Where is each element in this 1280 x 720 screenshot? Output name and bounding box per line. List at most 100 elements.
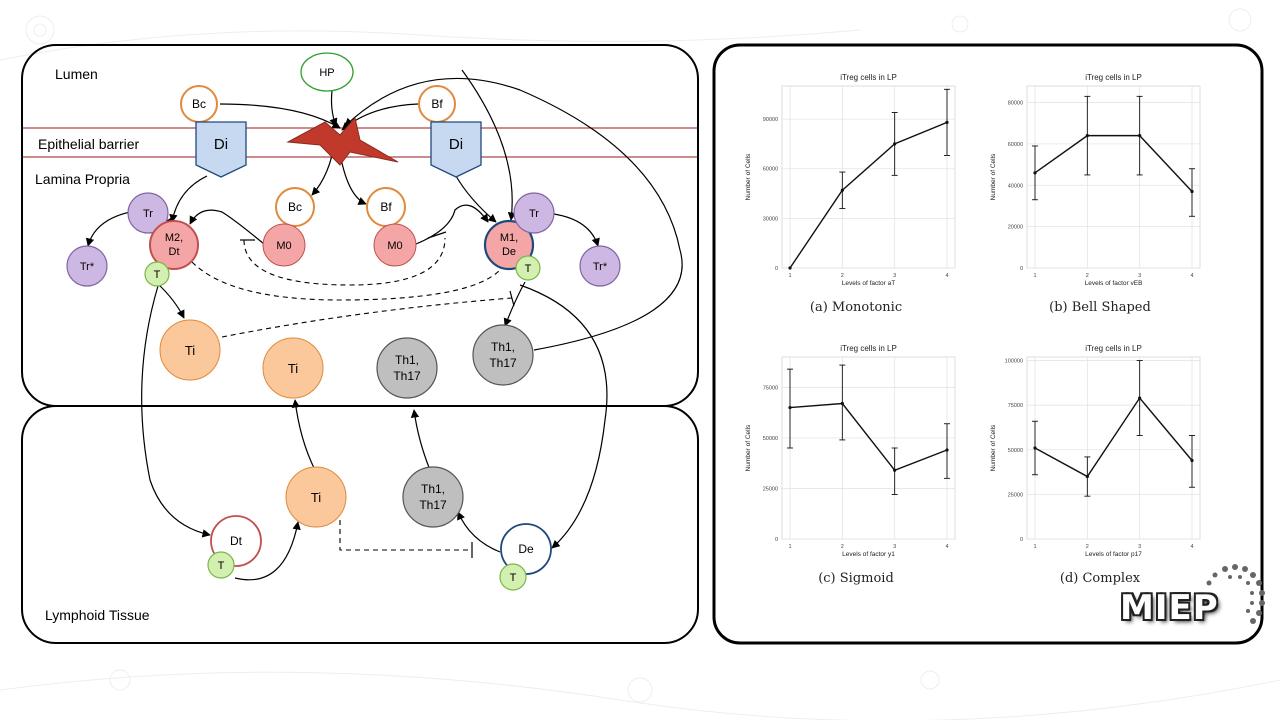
m2-dt-label-1: M2, <box>165 232 183 244</box>
edge-t-dt-lt <box>141 285 211 538</box>
bf-lumen-label: Bf <box>431 97 443 111</box>
edge-t-lt-ti <box>234 521 301 581</box>
x-axis-label: Levels of factor vEB <box>1085 280 1143 287</box>
m1-de-label-2: De <box>502 246 516 258</box>
tr-star-right-node <box>579 245 621 287</box>
y-axis-label: Number of Cells <box>745 424 752 471</box>
series-line <box>789 121 948 269</box>
m0-right-label: M0 <box>387 240 402 252</box>
edge-t-th1 <box>503 281 526 327</box>
x-tick-label: 3 <box>893 544 896 550</box>
hp-node <box>300 52 354 92</box>
y-tick-label: 80000 <box>1008 101 1023 107</box>
epithelial-damage-icon <box>286 116 399 166</box>
edge-bc-damage <box>219 103 341 129</box>
y-tick-label: 75000 <box>1008 403 1023 409</box>
edge-t-ti <box>157 283 185 319</box>
miep-logo-text: MIEP <box>1120 588 1219 628</box>
y-tick-label: 60000 <box>1008 142 1023 148</box>
x-tick-label: 1 <box>788 273 791 279</box>
x-tick-label: 2 <box>1086 544 1089 550</box>
lumen-label: Lumen <box>55 66 98 82</box>
th-lt-label-2: Th17 <box>419 498 447 512</box>
m0-right-node <box>373 223 417 267</box>
edge-m1-de-lt <box>519 284 608 549</box>
m1-de-label-1: M1, <box>500 232 518 244</box>
dt-lt-label: Dt <box>230 534 243 548</box>
y-tick-label: 30000 <box>763 216 778 222</box>
immune-pathway-diagram: Lumen Epithelial barrier Lamina Propria … <box>21 44 699 644</box>
th-lp-right-label-1: Th1, <box>491 340 515 354</box>
ti-lp-left-node <box>159 319 221 381</box>
y-tick-label: 50000 <box>1008 448 1023 454</box>
tr-right-label: Tr <box>529 208 539 220</box>
m2-dt-label-2: Dt <box>169 246 180 258</box>
tr-left-label: Tr <box>143 208 153 220</box>
x-axis-label: Levels of factor aT <box>842 280 895 287</box>
y-tick-label: 20000 <box>1008 225 1023 231</box>
y-tick-label: 0 <box>1020 266 1023 272</box>
edge-m0-m2 <box>189 209 265 245</box>
y-tick-label: 25000 <box>763 486 778 492</box>
chart-title: iTreg cells in LP <box>840 344 897 353</box>
x-tick-label: 2 <box>841 544 844 550</box>
caption-d: (d) Complex <box>1059 571 1141 586</box>
bf-lp-label: Bf <box>380 200 392 214</box>
x-tick-label: 3 <box>1138 544 1141 550</box>
y-tick-label: 90000 <box>763 117 778 123</box>
th-lt-node <box>402 466 464 528</box>
hp-label: HP <box>319 67 334 79</box>
ti-lp-left-label: Ti <box>185 343 195 358</box>
miep-logo-icon <box>1206 564 1265 624</box>
caption-a: (a) Monotonic <box>809 300 903 315</box>
chart-title: iTreg cells in LP <box>840 73 897 82</box>
t-lt-left-node <box>207 551 235 579</box>
data-point <box>840 188 844 192</box>
y-tick-label: 0 <box>775 537 778 543</box>
caption-c: (c) Sigmoid <box>818 571 894 586</box>
data-point <box>1085 474 1089 479</box>
edge-th1-feedback <box>344 77 683 351</box>
x-tick-label: 4 <box>1190 544 1193 550</box>
inhibit-bar-2 <box>427 231 447 239</box>
y-axis-label: Number of Cells <box>990 153 997 200</box>
m0-left-label: M0 <box>276 240 291 252</box>
x-tick-label: 2 <box>841 273 844 279</box>
chart-title: iTreg cells in LP <box>1085 344 1142 353</box>
edge-tr-trstar-left <box>85 211 131 247</box>
ti-lp-mid-node <box>262 337 324 399</box>
bc-lp-label: Bc <box>288 200 302 214</box>
x-axis-label: Levels of factor p17 <box>1085 551 1142 558</box>
x-axis-label: Levels of factor y1 <box>842 551 895 558</box>
epithelial-barrier-label: Epithelial barrier <box>38 136 139 152</box>
edge-th-lt-lp <box>410 409 431 471</box>
x-tick-label: 4 <box>945 273 948 279</box>
data-point <box>893 468 897 472</box>
t-right-label: T <box>525 263 532 275</box>
di-left-label: Di <box>214 136 228 153</box>
x-tick-label: 4 <box>945 544 948 550</box>
series-line <box>789 402 948 472</box>
t-right-node <box>515 255 541 281</box>
t-left-node <box>144 261 170 287</box>
tr-left-node <box>127 192 169 234</box>
m2-dt-node <box>149 220 199 270</box>
tr-star-right-label: Tr* <box>593 261 608 273</box>
y-tick-label: 25000 <box>1008 492 1023 498</box>
y-tick-label: 40000 <box>1008 183 1023 189</box>
data-point <box>893 142 897 146</box>
data-point <box>1085 134 1089 138</box>
y-axis-label: Number of Cells <box>745 153 752 200</box>
data-point <box>945 448 949 452</box>
y-tick-label: 100000 <box>1005 359 1023 365</box>
data-point <box>1138 396 1142 400</box>
di-right-label: Di <box>449 136 463 153</box>
y-axis-label: Number of Cells <box>990 424 997 471</box>
th-lt-label-1: Th1, <box>421 482 445 496</box>
edge-di-m2 <box>169 175 208 223</box>
data-point <box>1033 446 1037 450</box>
